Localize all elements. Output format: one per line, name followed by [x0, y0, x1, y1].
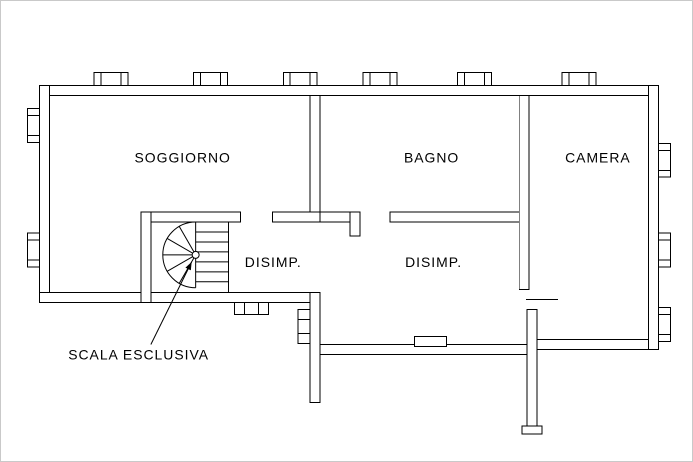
wall-foot — [521, 425, 543, 435]
wall-bagno-camera-divider — [518, 95, 530, 291]
room-label-soggiorno: SOGGIORNO — [135, 149, 231, 165]
window-symbol — [658, 232, 672, 268]
wall-lower-left-vertical — [309, 292, 321, 403]
window-symbol — [26, 232, 40, 268]
room-label-camera: CAMERA — [565, 149, 631, 165]
window-symbol — [233, 302, 269, 316]
wall-under-bagno-stub — [349, 211, 361, 237]
window-symbol — [561, 72, 597, 87]
wall-lower-right-vertical — [526, 309, 538, 435]
window-symbol — [362, 72, 398, 87]
stair-newel-post — [191, 250, 200, 259]
wall-left — [38, 85, 50, 304]
room-labels: SOGGIORNO BAGNO CAMERA DISIMP. DISIMP. S… — [68, 149, 631, 362]
wall-under-soggiorno-b — [271, 211, 321, 223]
wall-under-bagno-b — [389, 211, 530, 223]
wall-stair-left — [140, 211, 152, 304]
room-label-bagno: BAGNO — [404, 149, 459, 165]
window-symbol — [658, 142, 672, 178]
room-label-disimpegno-2: DISIMP. — [405, 254, 462, 270]
annotation-scala-esclusiva: SCALA ESCLUSIVA — [68, 346, 209, 362]
window-symbol — [658, 307, 672, 343]
window-symbol — [282, 72, 318, 87]
room-label-disimpegno-1: DISIMP. — [245, 254, 302, 270]
leader-arrow — [150, 261, 193, 345]
window-symbol — [297, 309, 311, 345]
wall-top — [38, 85, 660, 97]
wall-under-soggiorno-a — [140, 211, 241, 223]
window-symbol — [26, 108, 40, 143]
wall-soggiorno-bagno-divider — [309, 95, 321, 213]
spiral-staircase — [162, 221, 230, 293]
wall-bottom-right — [536, 339, 650, 350]
walls — [38, 85, 660, 435]
window-symbol — [93, 72, 129, 87]
window-symbol — [457, 72, 492, 87]
window-symbol — [193, 72, 229, 87]
wall-notch — [414, 336, 448, 347]
wall-right — [648, 85, 660, 350]
